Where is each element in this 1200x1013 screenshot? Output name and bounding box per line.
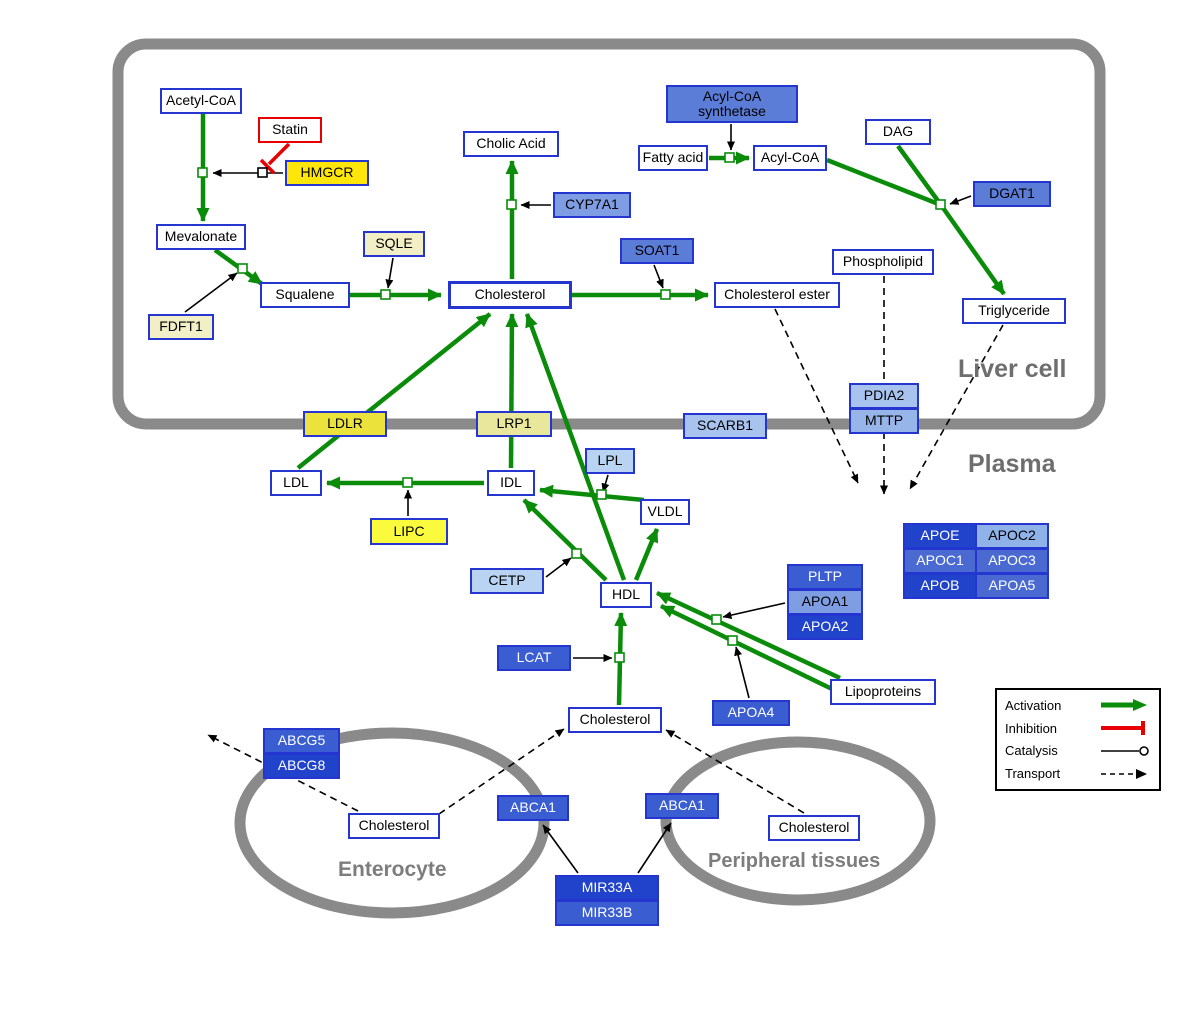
node-fdft1[interactable]: FDFT1	[148, 314, 214, 340]
node-acyl-coa-synthetase[interactable]: Acyl-CoA synthetase	[666, 85, 798, 123]
reaction-node	[380, 289, 391, 300]
inhibition-bar-icon	[1101, 721, 1145, 736]
node-apoa1[interactable]: APOA1	[787, 589, 863, 615]
node-lcat[interactable]: LCAT	[497, 645, 571, 671]
node-mir33a[interactable]: MIR33A	[555, 875, 659, 901]
node-abcg5[interactable]: ABCG5	[263, 728, 340, 754]
legend-row-transport: Transport	[1005, 766, 1151, 782]
node-apoc1[interactable]: APOC1	[903, 548, 977, 574]
node-scarb1[interactable]: SCARB1	[683, 413, 767, 439]
legend: Activation Inhibition Catalysis Transpor…	[995, 688, 1161, 791]
node-sqle[interactable]: SQLE	[363, 231, 425, 257]
node-mir33b[interactable]: MIR33B	[555, 900, 659, 926]
node-apoe[interactable]: APOE	[903, 523, 977, 549]
catalysis-circle-icon	[1101, 746, 1149, 756]
node-squalene[interactable]: Squalene	[260, 282, 350, 308]
node-apoa2[interactable]: APOA2	[787, 614, 863, 640]
legend-row-inhibition: Inhibition	[1005, 720, 1151, 736]
legend-transport-label: Transport	[1005, 766, 1061, 782]
node-soat1[interactable]: SOAT1	[620, 238, 694, 264]
node-statin[interactable]: Statin	[258, 117, 322, 143]
enterocyte-label: Enterocyte	[338, 858, 447, 881]
node-dag[interactable]: DAG	[865, 119, 931, 145]
node-ldl[interactable]: LDL	[270, 470, 322, 496]
liver-cell-membrane	[112, 38, 1106, 430]
node-cholesterol-ester[interactable]: Cholesterol ester	[714, 282, 840, 308]
node-cholic-acid[interactable]: Cholic Acid	[463, 131, 559, 157]
reaction-node	[614, 652, 625, 663]
reaction-node	[711, 614, 722, 625]
inhibition-edge	[259, 142, 291, 175]
node-apoc3[interactable]: APOC3	[975, 548, 1049, 574]
node-lpl[interactable]: LPL	[585, 448, 635, 474]
node-apob[interactable]: APOB	[903, 573, 977, 599]
legend-row-activation: Activation	[1005, 697, 1151, 713]
node-lipc[interactable]: LIPC	[370, 518, 448, 545]
node-lipoproteins[interactable]: Lipoproteins	[830, 679, 936, 705]
catalysis-edges	[184, 124, 972, 874]
legend-catalysis-label: Catalysis	[1005, 743, 1058, 759]
reaction-nodes	[197, 152, 946, 663]
node-cyp7a1[interactable]: CYP7A1	[553, 192, 631, 218]
node-apoc2[interactable]: APOC2	[975, 523, 1049, 549]
legend-inhibition-label: Inhibition	[1005, 720, 1058, 736]
node-cetp[interactable]: CETP	[470, 568, 544, 594]
node-idl[interactable]: IDL	[487, 470, 535, 496]
node-dgat1[interactable]: DGAT1	[973, 181, 1051, 207]
reaction-node	[571, 548, 582, 559]
node-abcg8[interactable]: ABCG8	[263, 753, 340, 779]
plasma-label: Plasma	[968, 450, 1056, 478]
node-mttp[interactable]: MTTP	[849, 408, 919, 434]
inhibition-target-node	[257, 167, 268, 178]
transport-dashed-arrow-icon	[1101, 768, 1147, 779]
membranes	[112, 38, 1106, 919]
activation-arrow-icon	[1101, 699, 1147, 712]
node-fatty-acid[interactable]: Fatty acid	[638, 145, 708, 171]
liver-cell-label: Liver cell	[958, 355, 1067, 383]
node-abca1-peripheral[interactable]: ABCA1	[645, 793, 719, 819]
node-acyl-coa[interactable]: Acyl-CoA	[753, 145, 827, 171]
peripheral-tissues-membrane	[660, 736, 936, 906]
node-vldl[interactable]: VLDL	[640, 499, 690, 525]
node-phospholipid[interactable]: Phospholipid	[832, 249, 934, 275]
node-cholesterol-plasma[interactable]: Cholesterol	[568, 707, 662, 733]
node-cholesterol-liver[interactable]: Cholesterol	[448, 281, 572, 309]
peripheral-tissues-label: Peripheral tissues	[708, 850, 881, 872]
reaction-node	[237, 263, 248, 274]
reaction-node	[724, 152, 735, 163]
node-abca1-enterocyte[interactable]: ABCA1	[497, 795, 569, 821]
node-mevalonate[interactable]: Mevalonate	[156, 224, 246, 250]
legend-activation-label: Activation	[1005, 697, 1062, 713]
reaction-node	[506, 199, 517, 210]
node-pdia2[interactable]: PDIA2	[849, 383, 919, 409]
node-ldlr[interactable]: LDLR	[303, 411, 387, 437]
legend-row-catalysis: Catalysis	[1005, 743, 1151, 759]
node-apoa4[interactable]: APOA4	[712, 700, 790, 726]
reaction-node	[727, 635, 738, 646]
reaction-node	[402, 477, 413, 488]
node-lrp1[interactable]: LRP1	[476, 411, 552, 437]
node-acetyl-coa[interactable]: Acetyl-CoA	[160, 88, 242, 114]
node-cholesterol-enterocyte[interactable]: Cholesterol	[348, 813, 440, 839]
node-hdl[interactable]: HDL	[600, 582, 652, 608]
node-pltp[interactable]: PLTP	[787, 564, 863, 590]
reaction-node	[596, 489, 607, 500]
node-apoa5[interactable]: APOA5	[975, 573, 1049, 599]
enterocyte-membrane	[234, 727, 550, 919]
reaction-node	[660, 289, 671, 300]
node-cholesterol-peripheral[interactable]: Cholesterol	[768, 815, 860, 841]
reaction-node	[197, 167, 208, 178]
reaction-node	[935, 199, 946, 210]
node-hmgcr[interactable]: HMGCR	[285, 160, 369, 186]
node-triglyceride[interactable]: Triglyceride	[962, 298, 1066, 324]
